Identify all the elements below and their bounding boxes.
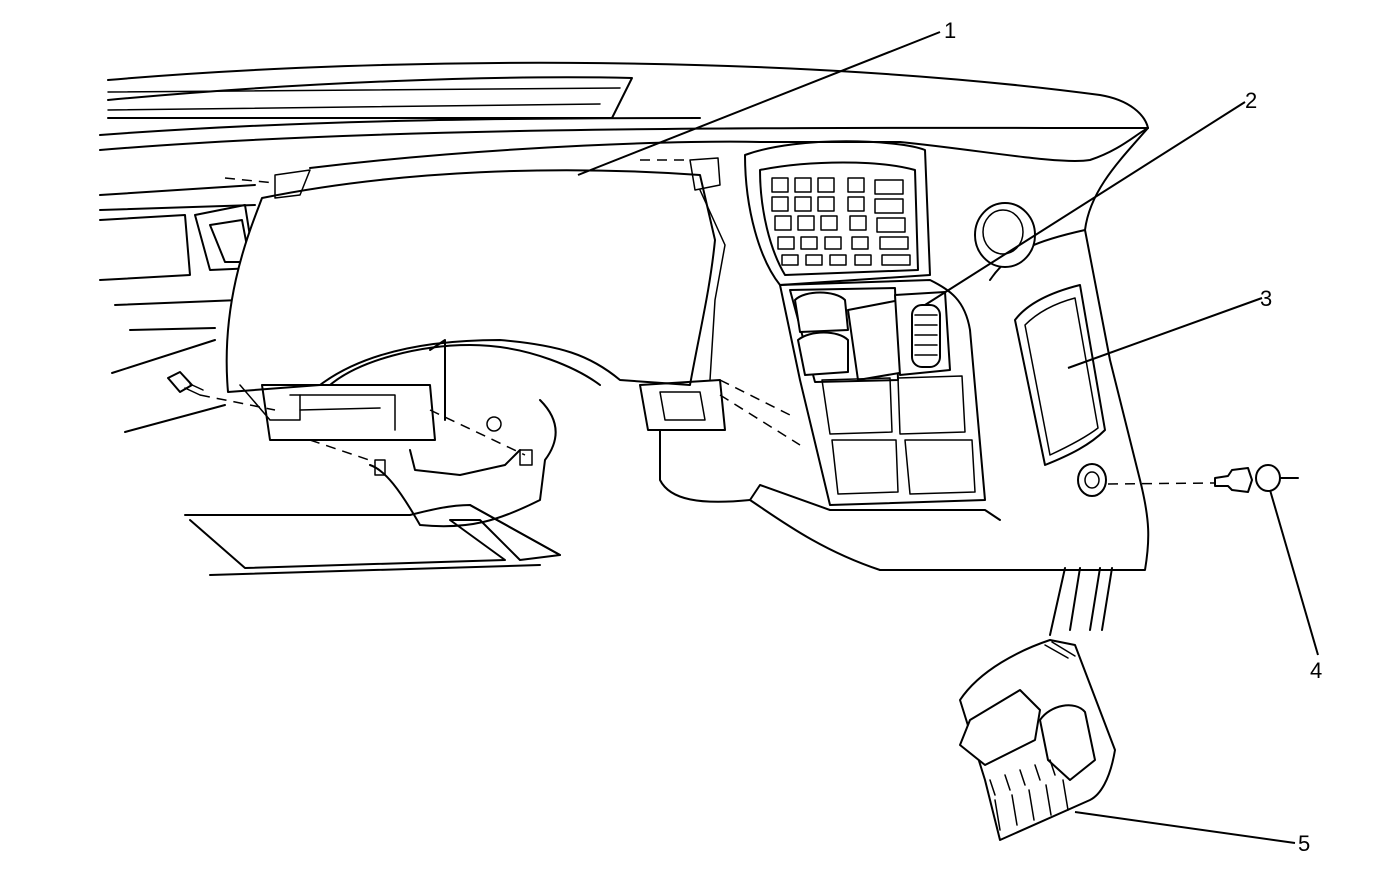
leader-2 bbox=[924, 101, 1246, 306]
callout-labels: 1 2 3 4 5 bbox=[944, 18, 1322, 856]
leader-3 bbox=[1067, 297, 1263, 369]
fuse-block-module bbox=[959, 567, 1116, 841]
leader-4 bbox=[1269, 489, 1319, 656]
windshield-lines bbox=[99, 61, 1149, 151]
lower-dash-outline bbox=[184, 339, 751, 576]
callout-1: 1 bbox=[944, 18, 956, 43]
callout-5: 5 bbox=[1298, 831, 1310, 856]
vent-grid bbox=[771, 177, 911, 266]
center-console bbox=[744, 140, 1001, 571]
left-dash-panels bbox=[99, 184, 256, 433]
alignment-dashes bbox=[199, 159, 801, 463]
dimmer-wheel bbox=[911, 304, 941, 368]
screw-fastener bbox=[167, 371, 204, 396]
leader-1 bbox=[577, 31, 941, 176]
bulb-socket bbox=[1077, 463, 1299, 497]
leader-lines bbox=[577, 31, 1319, 844]
callout-4: 4 bbox=[1310, 658, 1322, 683]
callout-2: 2 bbox=[1245, 88, 1257, 113]
leader-5 bbox=[1074, 811, 1296, 844]
round-outlet bbox=[974, 202, 1036, 268]
right-trim-panel bbox=[1014, 284, 1106, 466]
instrument-cluster bbox=[225, 157, 726, 441]
callout-3: 3 bbox=[1260, 286, 1272, 311]
